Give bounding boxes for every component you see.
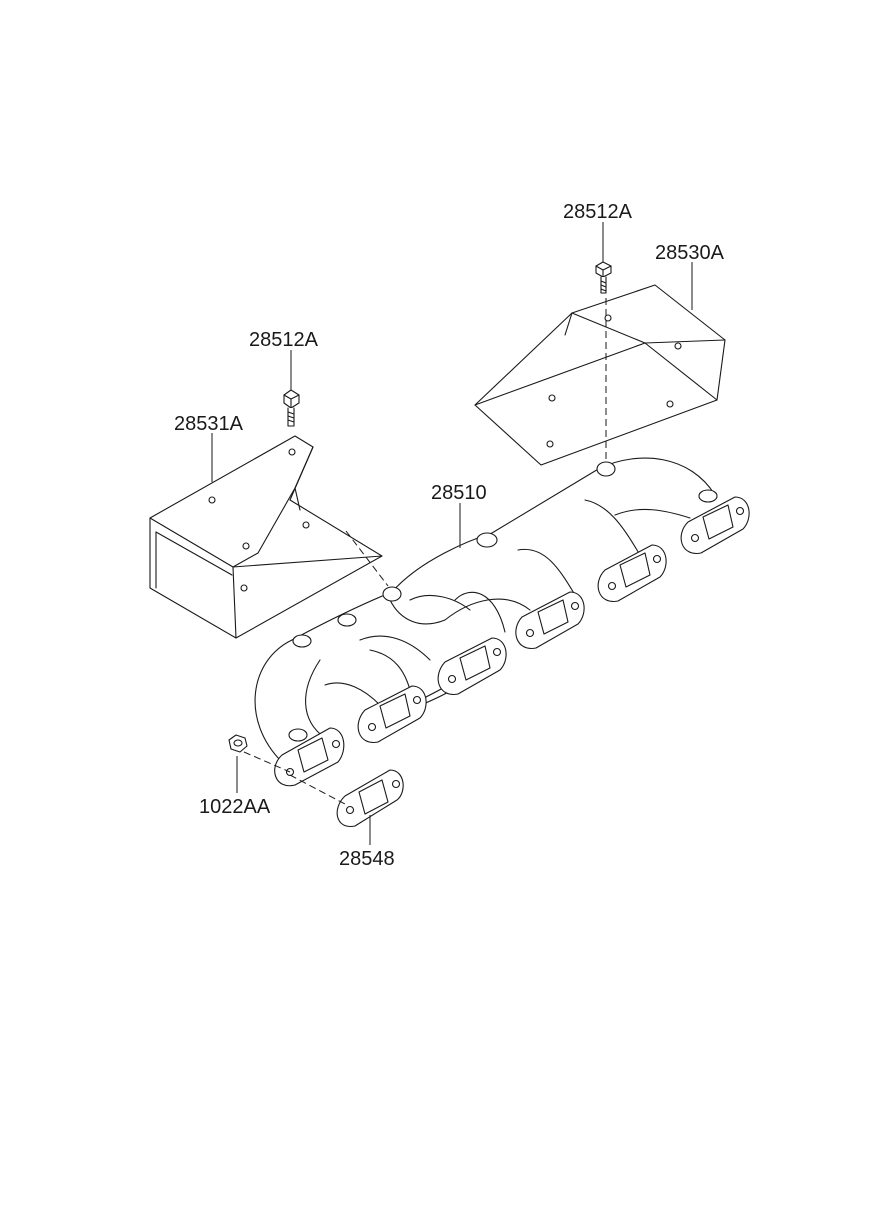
manifold-boss-5 bbox=[596, 461, 616, 477]
manifold-flange-3 bbox=[437, 637, 507, 695]
manifold-boss-1 bbox=[292, 634, 312, 648]
callout-bolt-right: 28512A bbox=[563, 201, 633, 223]
heat-shield-right bbox=[474, 284, 726, 466]
exhaust-manifold bbox=[254, 457, 750, 787]
manifold-boss-4 bbox=[476, 532, 498, 548]
gasket bbox=[336, 769, 404, 827]
manifold-flange-5 bbox=[597, 544, 667, 602]
bolt-right bbox=[595, 261, 612, 294]
callout-shield-left: 28531A bbox=[174, 413, 244, 435]
callout-bolt-left: 28512A bbox=[249, 329, 319, 351]
callout-gasket: 28548 bbox=[339, 848, 395, 870]
heat-shield-left bbox=[149, 435, 383, 639]
assembly-lines bbox=[243, 298, 607, 805]
leader-lines bbox=[211, 222, 693, 845]
callout-manifold: 28510 bbox=[431, 482, 487, 504]
bolt-left bbox=[283, 389, 300, 427]
manifold-flange-6 bbox=[680, 489, 750, 554]
manifold-boss-3 bbox=[382, 586, 402, 602]
callout-nut: 1022AA bbox=[199, 796, 271, 818]
manifold-flange-1 bbox=[274, 727, 345, 787]
manifold-boss-2 bbox=[337, 613, 357, 627]
nut bbox=[228, 734, 248, 753]
manifold-flange-2 bbox=[357, 685, 427, 743]
manifold-flange-4 bbox=[515, 591, 585, 649]
callout-shield-right: 28530A bbox=[655, 242, 725, 264]
